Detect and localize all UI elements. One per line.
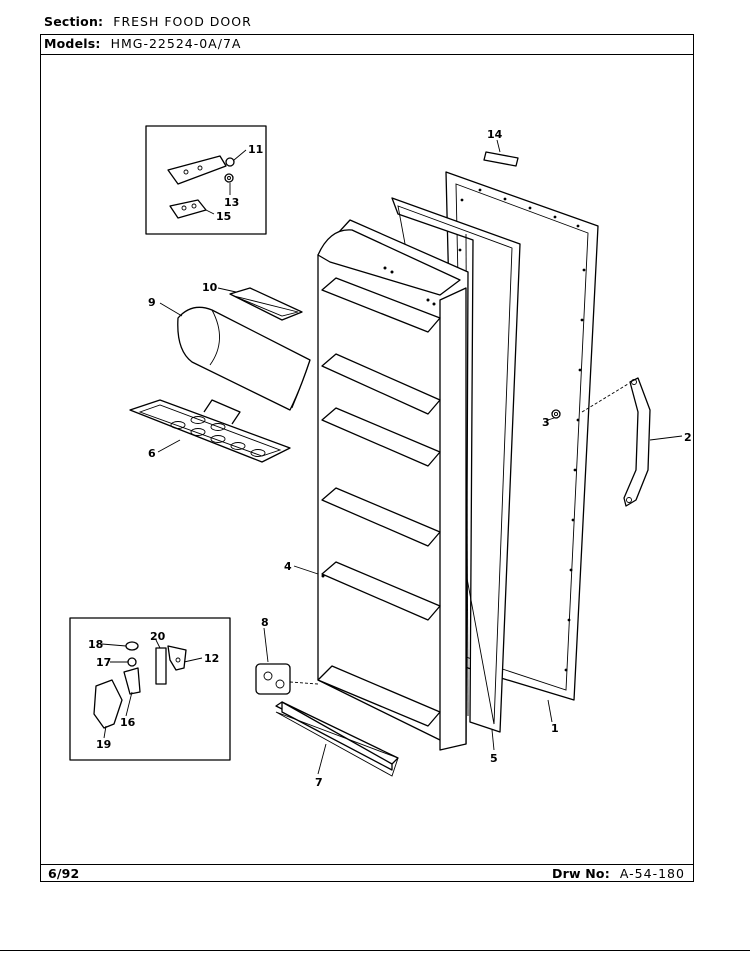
callout-13: 13 <box>224 196 239 209</box>
diagram-frame <box>40 34 694 882</box>
part-4-door-liner <box>317 219 469 751</box>
drawing-number: Drw No: A-54-180 <box>552 866 685 881</box>
drawing-number-label: Drw No: <box>552 866 610 881</box>
part-9-dairy-cover <box>177 306 311 411</box>
callout-labels: 1 2 3 4 5 6 7 8 9 10 11 12 13 14 15 16 1… <box>88 128 692 789</box>
part-6-egg-tray <box>129 399 291 463</box>
callout-3: 3 <box>542 416 550 429</box>
part-2-door-handle <box>581 377 651 507</box>
callout-9: 9 <box>148 296 156 309</box>
inset-upper-hinge <box>145 125 267 235</box>
callout-2: 2 <box>684 431 692 444</box>
page-bottom-rule <box>0 950 750 951</box>
callout-14: 14 <box>487 128 503 141</box>
header-divider <box>40 54 694 55</box>
section-heading: Section: FRESH FOOD DOOR <box>44 14 252 29</box>
callout-7: 7 <box>315 776 323 789</box>
callout-17: 17 <box>96 656 111 669</box>
callout-8: 8 <box>261 616 269 629</box>
section-value: FRESH FOOD DOOR <box>113 14 252 29</box>
part-3-handle-screw <box>551 409 561 419</box>
footer-divider <box>40 864 694 865</box>
models-label: Models: <box>44 36 101 51</box>
section-label: Section: <box>44 14 104 29</box>
callout-11: 11 <box>248 143 263 156</box>
callout-10: 10 <box>202 281 218 294</box>
part-8-door-stop <box>255 663 319 695</box>
callout-5: 5 <box>490 752 498 765</box>
part-14-nameplate <box>483 151 519 167</box>
leader-lines <box>101 139 683 775</box>
part-1-outer-door-panel <box>445 171 599 701</box>
callout-12: 12 <box>204 652 219 665</box>
drawing-date: 6/92 <box>48 866 80 881</box>
callout-1: 1 <box>551 722 559 735</box>
part-10-dairy-tray <box>229 287 303 321</box>
inset-lower-hinge <box>69 617 231 761</box>
callout-15: 15 <box>216 210 231 223</box>
callout-6: 6 <box>148 447 156 460</box>
callout-4: 4 <box>284 560 292 573</box>
callout-19: 19 <box>96 738 111 751</box>
callout-20: 20 <box>150 630 166 643</box>
drawing-number-value: A-54-180 <box>619 866 685 881</box>
part-7-bottom-trim <box>275 701 399 777</box>
callout-18: 18 <box>88 638 103 651</box>
models-value: HMG-22524-0A/7A <box>110 36 242 51</box>
callout-16: 16 <box>120 716 136 729</box>
models-heading: Models: HMG-22524-0A/7A <box>44 36 241 51</box>
